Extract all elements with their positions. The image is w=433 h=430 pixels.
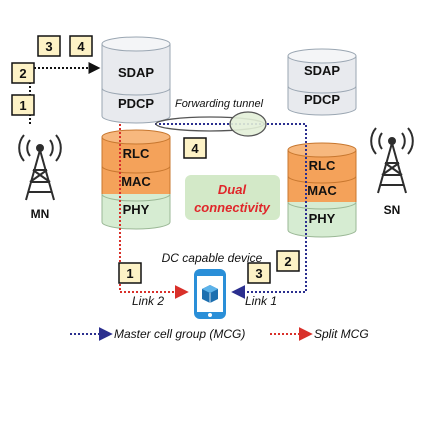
step-box-link1-3: 3	[247, 262, 271, 284]
mn-sdap-layer: SDAP	[101, 36, 171, 96]
step-box-sn-2: 2	[276, 250, 300, 272]
sn-label: SN	[384, 203, 401, 217]
legend: Master cell group (MCG) Split MCG	[70, 327, 369, 341]
sn-phy-layer: PHY	[287, 201, 357, 238]
step-box-mn-2: 2	[11, 62, 35, 84]
sn-sdap-label: SDAP	[304, 63, 340, 78]
svg-text:1: 1	[19, 98, 26, 113]
mn-pdcp-layer: PDCP	[101, 87, 171, 124]
link1-label: Link 1	[245, 294, 277, 308]
step-box-mn-1: 1	[11, 94, 35, 116]
svg-text:3: 3	[255, 266, 262, 281]
dual-text-line2: connectivity	[194, 200, 271, 215]
step-box-mn-4: 4	[69, 35, 93, 57]
device-label: DC capable device	[162, 251, 263, 265]
mn-tower-icon	[18, 134, 62, 201]
svg-text:4: 4	[77, 39, 85, 54]
sn-rlc-label: RLC	[309, 158, 336, 173]
mn-phy-label: PHY	[123, 202, 150, 217]
phone-icon	[194, 269, 226, 319]
forwarding-tunnel	[155, 111, 267, 137]
mn-pdcp-label: PDCP	[118, 96, 154, 111]
step-box-tunnel-4: 4	[183, 137, 207, 159]
sn-tower-icon	[370, 127, 414, 194]
dual-connectivity-box: Dual connectivity	[185, 175, 280, 220]
mn-label: MN	[31, 207, 50, 221]
sn-pdcp-label: PDCP	[304, 92, 340, 107]
svg-text:2: 2	[19, 66, 26, 81]
svg-text:1: 1	[126, 266, 133, 281]
sn-mac-layer: MAC	[287, 175, 357, 210]
legend-split-label: Split MCG	[314, 327, 369, 341]
svg-text:4: 4	[191, 141, 199, 156]
mn-ingress-path	[29, 62, 101, 124]
svg-text:2: 2	[284, 254, 291, 269]
link2-label: Link 2	[132, 294, 164, 308]
dual-text-line1: Dual	[218, 182, 247, 197]
step-box-mn-3: 3	[37, 35, 61, 57]
split-mcg-path	[119, 124, 189, 299]
mn-rlc-label: RLC	[123, 146, 150, 161]
mn-mac-label: MAC	[121, 174, 151, 189]
forwarding-tunnel-label: Forwarding tunnel	[175, 98, 264, 110]
svg-text:3: 3	[45, 39, 52, 54]
sn-mac-label: MAC	[307, 183, 337, 198]
mn-sdap-label: SDAP	[118, 65, 154, 80]
step-box-link2-1: 1	[118, 262, 142, 284]
legend-mcg-label: Master cell group (MCG)	[114, 327, 245, 341]
sn-pdcp-layer: PDCP	[287, 85, 357, 116]
mn-phy-layer: PHY	[101, 193, 171, 230]
sn-phy-label: PHY	[309, 211, 336, 226]
